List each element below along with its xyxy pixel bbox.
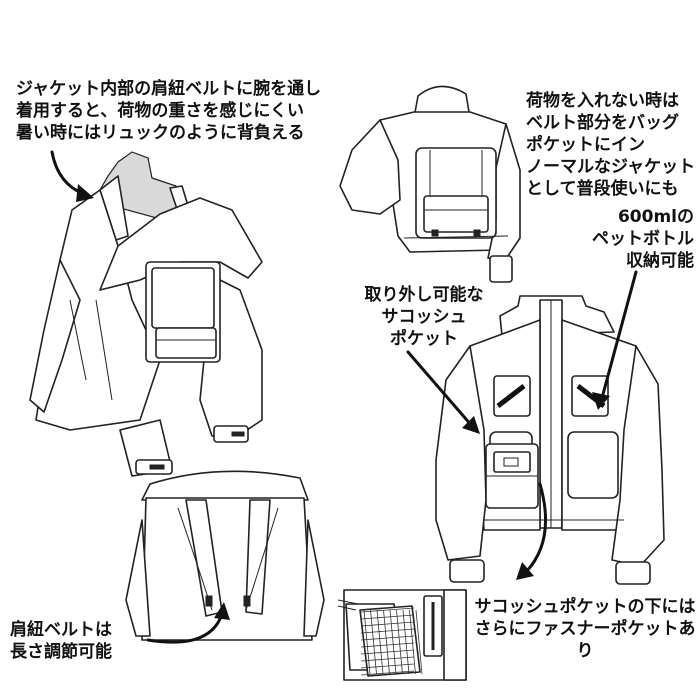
mesh-line [360,656,415,662]
arrow-backpack-note [50,150,94,202]
mesh-line [360,621,415,627]
arrow-zip-pocket-note [516,482,547,580]
mesh-line [360,649,415,655]
mesh-line [402,609,410,675]
mesh-pocket [359,605,423,677]
mesh-line [360,607,415,613]
mesh-line [360,663,415,669]
mesh-line [396,609,403,675]
jacket-back-with-stowed-belts [339,85,521,283]
mesh-line [360,614,415,620]
jacket-inner-shoulder-belts [125,470,325,641]
note-backpack-usage: ジャケット内部の肩紐ベルトに腕を通し 着用すると、荷物の重さを感じにくい 暑い時… [16,79,322,143]
note-normal-jacket: 荷物を入れない時は ベルト部分をバッグ ポケットにイン ノーマルなジャケット と… [526,91,696,199]
mesh-line [360,635,415,641]
mesh-line [389,609,397,675]
note-bottle-pocket: 600mlの ペットボトル 収納可能 [592,207,694,271]
mesh-line [363,609,371,675]
sacoche-zip-pocket-detail [337,589,467,681]
arrow-sacoche-note [406,350,480,434]
arrow-bottle-note [592,270,638,410]
mesh-line [383,609,390,675]
mesh-line [360,670,415,676]
arrow-shoulder-belt-note [146,602,230,644]
note-sacoche-pocket: 取り外し可能な サコッシュ ポケット [364,285,484,349]
mesh-line [370,609,377,675]
mesh-line [360,642,415,648]
jacket-worn-as-backpack [29,151,263,477]
note-zip-pocket: サコッシュポケットの下には さらにファスナーポケットあり [474,597,696,661]
mesh-line [360,628,415,634]
mesh-line [409,609,416,675]
jacket-front-with-sacoche [435,295,665,585]
mesh-line [376,609,384,675]
note-shoulder-belt: 肩紐ベルトは 長さ調節可能 [10,620,112,662]
mesh-line [415,609,423,675]
